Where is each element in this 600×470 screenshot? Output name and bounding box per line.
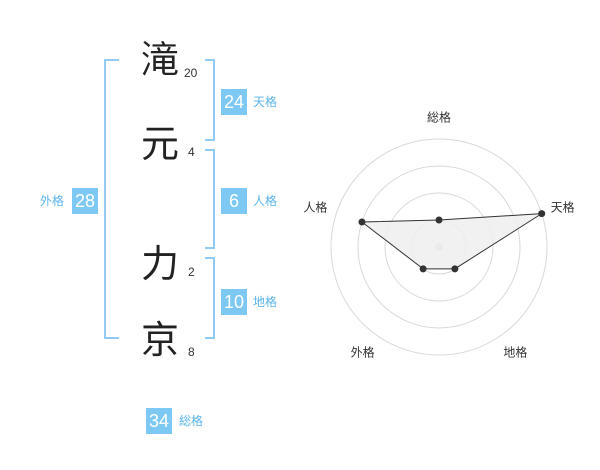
chikaku-value-badge: 10 bbox=[221, 289, 247, 315]
tenkaku-value-badge: 24 bbox=[221, 89, 247, 115]
name-char-3: 力 bbox=[141, 242, 180, 286]
jinkaku-value-badge: 6 bbox=[221, 188, 247, 214]
radar-point-1 bbox=[435, 216, 443, 224]
stroke-count-1: 20 bbox=[184, 66, 198, 80]
stroke-count-3: 2 bbox=[188, 265, 195, 279]
radar-grid-ring bbox=[330, 138, 548, 356]
radar-axis-label: 地格 bbox=[503, 345, 528, 360]
jinkaku-bracket bbox=[205, 149, 215, 249]
radar-axis-label: 人格 bbox=[303, 200, 328, 215]
radar-axis-label: 総格 bbox=[426, 110, 452, 125]
gaikaku-bracket bbox=[104, 59, 119, 339]
radar-point-5 bbox=[358, 218, 366, 226]
tenkaku-label: 天格 bbox=[253, 95, 278, 109]
radar-axis-label: 天格 bbox=[550, 200, 575, 215]
name-char-2: 元 bbox=[141, 122, 180, 166]
radar-grid-ring bbox=[384, 192, 494, 302]
radar-point-4 bbox=[419, 265, 427, 273]
chikaku-bracket bbox=[205, 257, 215, 339]
radar-series-polygon bbox=[360, 213, 542, 270]
name-char-1: 滝 bbox=[141, 38, 180, 82]
gaikaku-label: 外格 bbox=[40, 194, 65, 208]
radar-grid-ring bbox=[357, 165, 521, 329]
chikaku-label: 地格 bbox=[253, 295, 278, 309]
soukaku-value-badge: 34 bbox=[146, 408, 172, 434]
radar-point-2 bbox=[538, 210, 546, 218]
radar-axis-label: 外格 bbox=[350, 345, 375, 360]
stroke-count-4: 8 bbox=[188, 345, 195, 359]
stroke-count-2: 4 bbox=[188, 145, 195, 159]
soukaku-label: 総格 bbox=[179, 414, 204, 428]
tenkaku-bracket bbox=[205, 59, 215, 141]
name-char-4: 京 bbox=[141, 318, 180, 362]
radar-point-3 bbox=[451, 265, 459, 273]
gaikaku-value-badge: 28 bbox=[72, 188, 98, 214]
jinkaku-label: 人格 bbox=[253, 194, 278, 208]
